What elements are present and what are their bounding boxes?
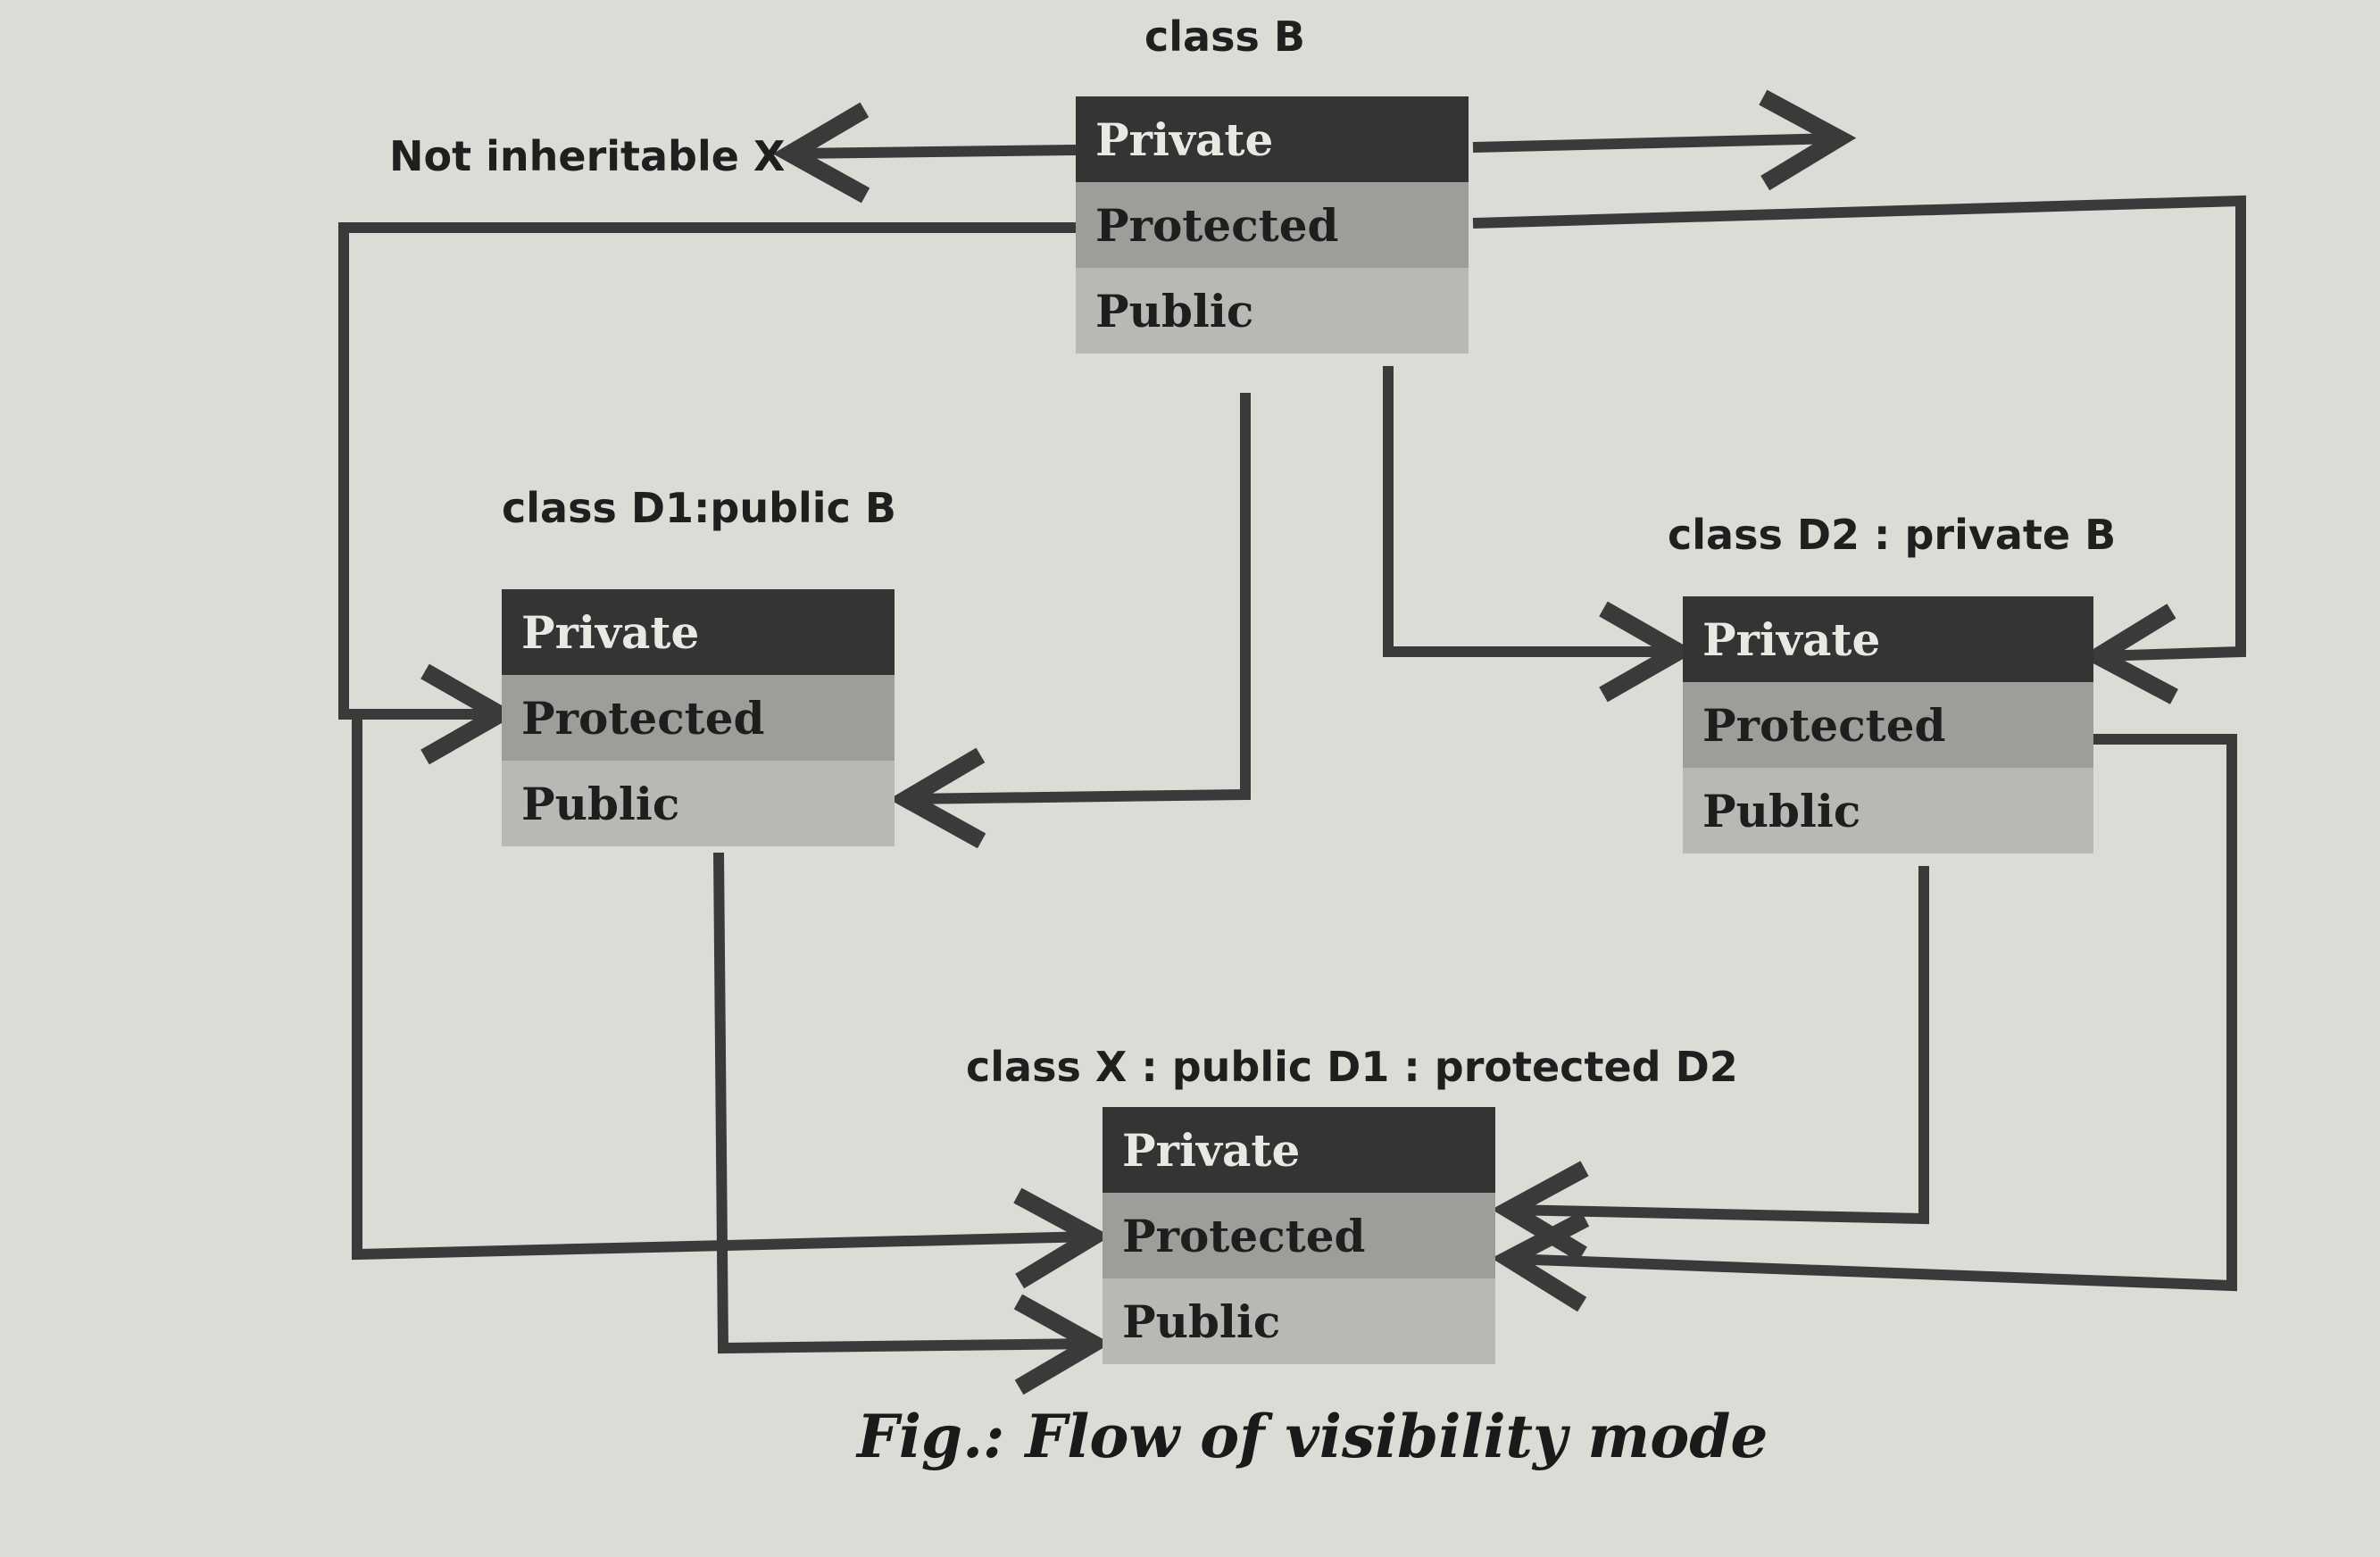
arrow-d2-protected-x-protected	[1491, 734, 2237, 1312]
figure-caption: Fig.: Flow of visibility mode	[857, 1402, 1768, 1471]
class-d2-title: class D2 : private B	[1668, 511, 2117, 559]
class-x-title: class X : public D1 : protected D2	[966, 1043, 1738, 1091]
arrow-b-public-d1-public	[888, 393, 1251, 849]
arrow-b-private-right	[1472, 89, 1857, 191]
class-d2-private: Private	[1683, 596, 2093, 682]
not-inheritable-label: Not inheritable X	[389, 132, 786, 180]
arrow-d2-public-x-protected	[1491, 866, 1929, 1262]
arrow-b-private-not-inheritable	[772, 102, 1077, 204]
arrow-b-public-d2-private	[1383, 366, 1696, 703]
class-d1-box: Private Protected Public	[502, 589, 895, 846]
class-b-box: Private Protected Public	[1076, 96, 1469, 354]
class-d1-title: class D1:public B	[502, 484, 896, 532]
class-b-private: Private	[1076, 96, 1469, 182]
class-d1-private: Private	[502, 589, 895, 675]
class-b-title: class B	[1144, 12, 1305, 61]
class-x-private: Private	[1103, 1107, 1495, 1193]
class-x-protected: Protected	[1103, 1193, 1495, 1278]
class-d2-box: Private Protected Public	[1683, 596, 2093, 853]
arrow-d1-public-x-public	[713, 852, 1111, 1395]
class-x-public: Public	[1103, 1278, 1495, 1364]
class-d1-protected: Protected	[502, 675, 895, 761]
arrow-b-protected-d2-private	[1472, 195, 2246, 704]
class-x-box: Private Protected Public	[1103, 1107, 1495, 1364]
class-b-protected: Protected	[1076, 182, 1469, 268]
class-d1-public: Public	[502, 761, 895, 846]
class-d2-protected: Protected	[1683, 682, 2093, 768]
class-d2-public: Public	[1683, 768, 2093, 853]
class-b-public: Public	[1076, 268, 1469, 354]
